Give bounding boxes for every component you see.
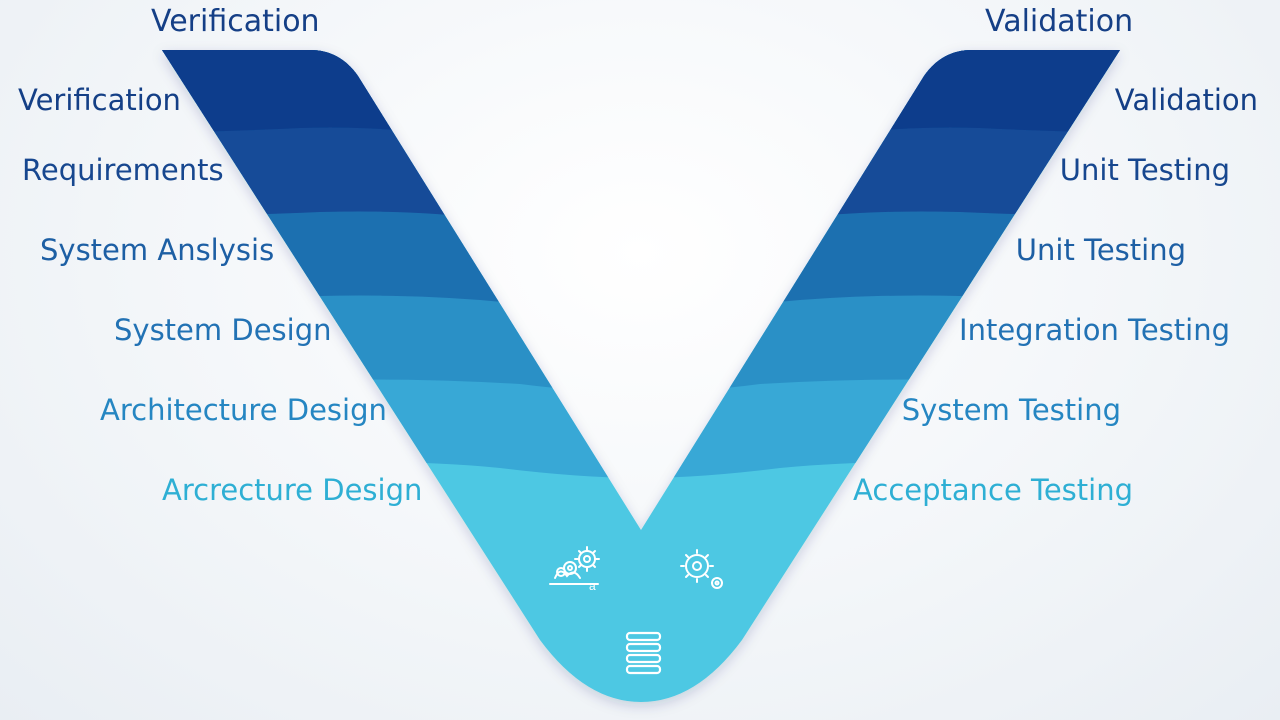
right-label-validation: Validation (1114, 83, 1258, 117)
right-label-unit-testing-1: Unit Testing (1059, 153, 1230, 187)
gear-icon (680, 549, 723, 589)
right-label-unit-testing-2: Unit Testing (1015, 233, 1186, 267)
left-label-verification: Verification (18, 83, 181, 117)
server-stack-icon (625, 631, 662, 675)
validation-header: Validation (985, 4, 1134, 39)
right-label-acceptance-testing: Acceptance Testing (853, 473, 1133, 507)
left-label-architecture-design: Architecture Design (100, 393, 387, 427)
verification-header: Verification (151, 4, 320, 39)
gears-icon (549, 546, 600, 585)
left-label-arcrecture-design: Arcrecture Design (162, 473, 423, 507)
left-label-system-design: System Design (114, 313, 332, 347)
left-label-system-analysis: System Anslysis (40, 233, 275, 267)
gears-icon-text: a (589, 579, 596, 593)
left-label-requirements: Requirements (22, 153, 224, 187)
right-label-system-testing: System Testing (901, 393, 1121, 427)
right-label-integration-testing: Integration Testing (959, 313, 1230, 347)
